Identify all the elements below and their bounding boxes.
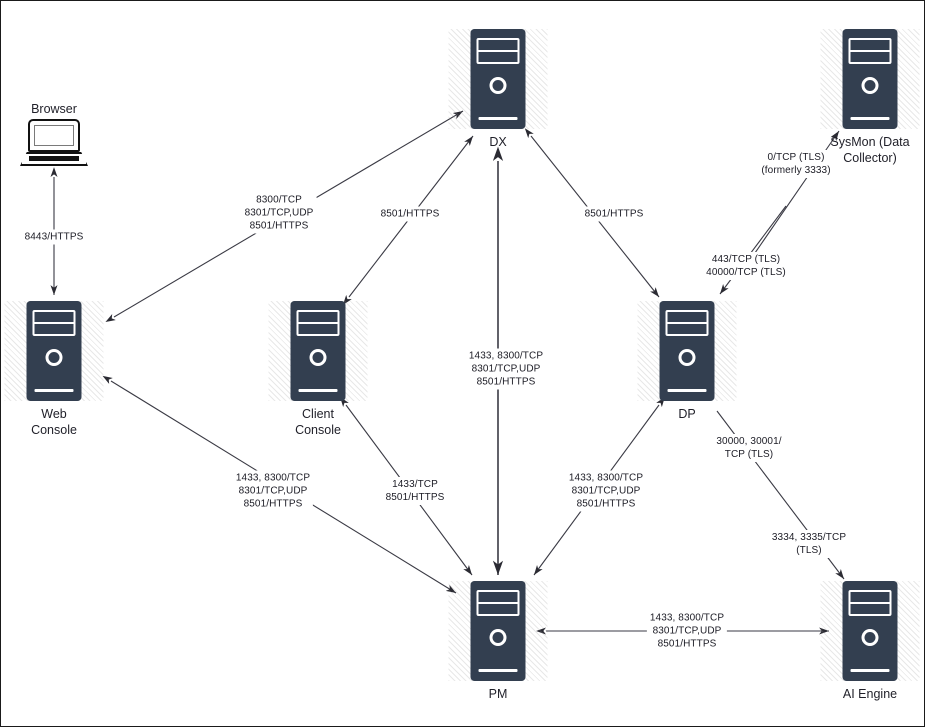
server-base-bar-icon (667, 389, 707, 392)
laptop-lid-icon (28, 119, 80, 152)
node-browser[interactable]: Browser (1, 102, 114, 215)
server-icon (470, 581, 526, 681)
server-base-bar-icon (850, 669, 890, 672)
node-label-web-console: Web Console (31, 407, 77, 437)
server-base-bar-icon (850, 117, 890, 120)
edge-label-dp-sysmon: 0/TCP (TLS) (formerly 3333) (758, 150, 834, 178)
server-base-bar-icon (34, 389, 74, 392)
edge-label-client-console-pm: 1433/TCP 8501/HTTPS (382, 477, 448, 505)
server-icon (290, 301, 346, 401)
server-power-button-icon (489, 628, 507, 646)
server-icon (26, 301, 82, 401)
node-label-dx: DX (489, 135, 507, 149)
edge-label-browser-web-console: 8443/HTTPS (21, 229, 87, 245)
edge-label-client-console-dx: 8501/HTTPS (377, 206, 443, 222)
node-dx[interactable]: DX (438, 29, 558, 175)
node-label-browser: Browser (31, 102, 77, 116)
node-label-dp: DP (678, 407, 696, 421)
server-power-button-icon (678, 348, 696, 366)
edge-label-web-console-pm: 1433, 8300/TCP 8301/TCP,UDP 8501/HTTPS (232, 470, 314, 512)
edge-label-dp-pm: 1433, 8300/TCP 8301/TCP,UDP 8501/HTTPS (565, 470, 647, 512)
edge-label-dp-ai-engine-secondary: 30000, 30001/ TCP (TLS) (713, 434, 785, 462)
server-base-bar-icon (478, 669, 518, 672)
server-base-bar-icon (478, 117, 518, 120)
server-drive-bays-icon (848, 590, 892, 616)
server-power-button-icon (309, 348, 327, 366)
edge-label-sysmon-dp: 443/TCP (TLS) 40000/TCP (TLS) (703, 252, 789, 280)
server-icon (842, 29, 898, 129)
server-drive-bays-icon (296, 310, 340, 336)
laptop-icon (20, 119, 88, 169)
server-drive-bays-icon (848, 38, 892, 64)
server-drive-bays-icon (476, 590, 520, 616)
node-label-pm: PM (488, 687, 508, 701)
node-dp[interactable]: DP (627, 301, 747, 447)
server-power-button-icon (489, 76, 507, 94)
server-power-button-icon (45, 348, 63, 366)
laptop-keyboard-icon (29, 156, 79, 161)
node-label-ai-engine: AI Engine (842, 687, 898, 701)
server-drive-bays-icon (665, 310, 709, 336)
server-power-button-icon (861, 628, 879, 646)
server-icon (842, 581, 898, 681)
node-label-client-console: Client Console (295, 407, 341, 437)
edge-label-pm-ai-engine: 1433, 8300/TCP 8301/TCP,UDP 8501/HTTPS (646, 610, 728, 652)
node-pm[interactable]: PM (438, 581, 558, 726)
server-drive-bays-icon (32, 310, 76, 336)
edge-label-dx-dp: 8501/HTTPS (581, 206, 647, 222)
server-icon (659, 301, 715, 401)
edge-label-dx-pm: 1433, 8300/TCP 8301/TCP,UDP 8501/HTTPS (465, 348, 547, 390)
node-ai-engine[interactable]: AI Engine (810, 581, 924, 726)
edge-sysmon-dp (719, 205, 787, 295)
edge-label-dp-ai-engine: 3334, 3335/TCP (TLS) (768, 530, 850, 558)
node-label-sysmon: SysMon (Data Collector) (830, 135, 910, 165)
laptop-screen-icon (34, 125, 74, 146)
node-sysmon[interactable]: SysMon (Data Collector) (810, 29, 924, 175)
node-client-console[interactable]: Client Console (258, 301, 378, 447)
node-web-console[interactable]: Web Console (1, 301, 114, 447)
edge-label-web-console-dx: 8300/TCP 8301/TCP,UDP 8501/HTTPS (241, 192, 317, 234)
server-icon (470, 29, 526, 129)
server-base-bar-icon (298, 389, 338, 392)
server-power-button-icon (861, 76, 879, 94)
server-drive-bays-icon (476, 38, 520, 64)
